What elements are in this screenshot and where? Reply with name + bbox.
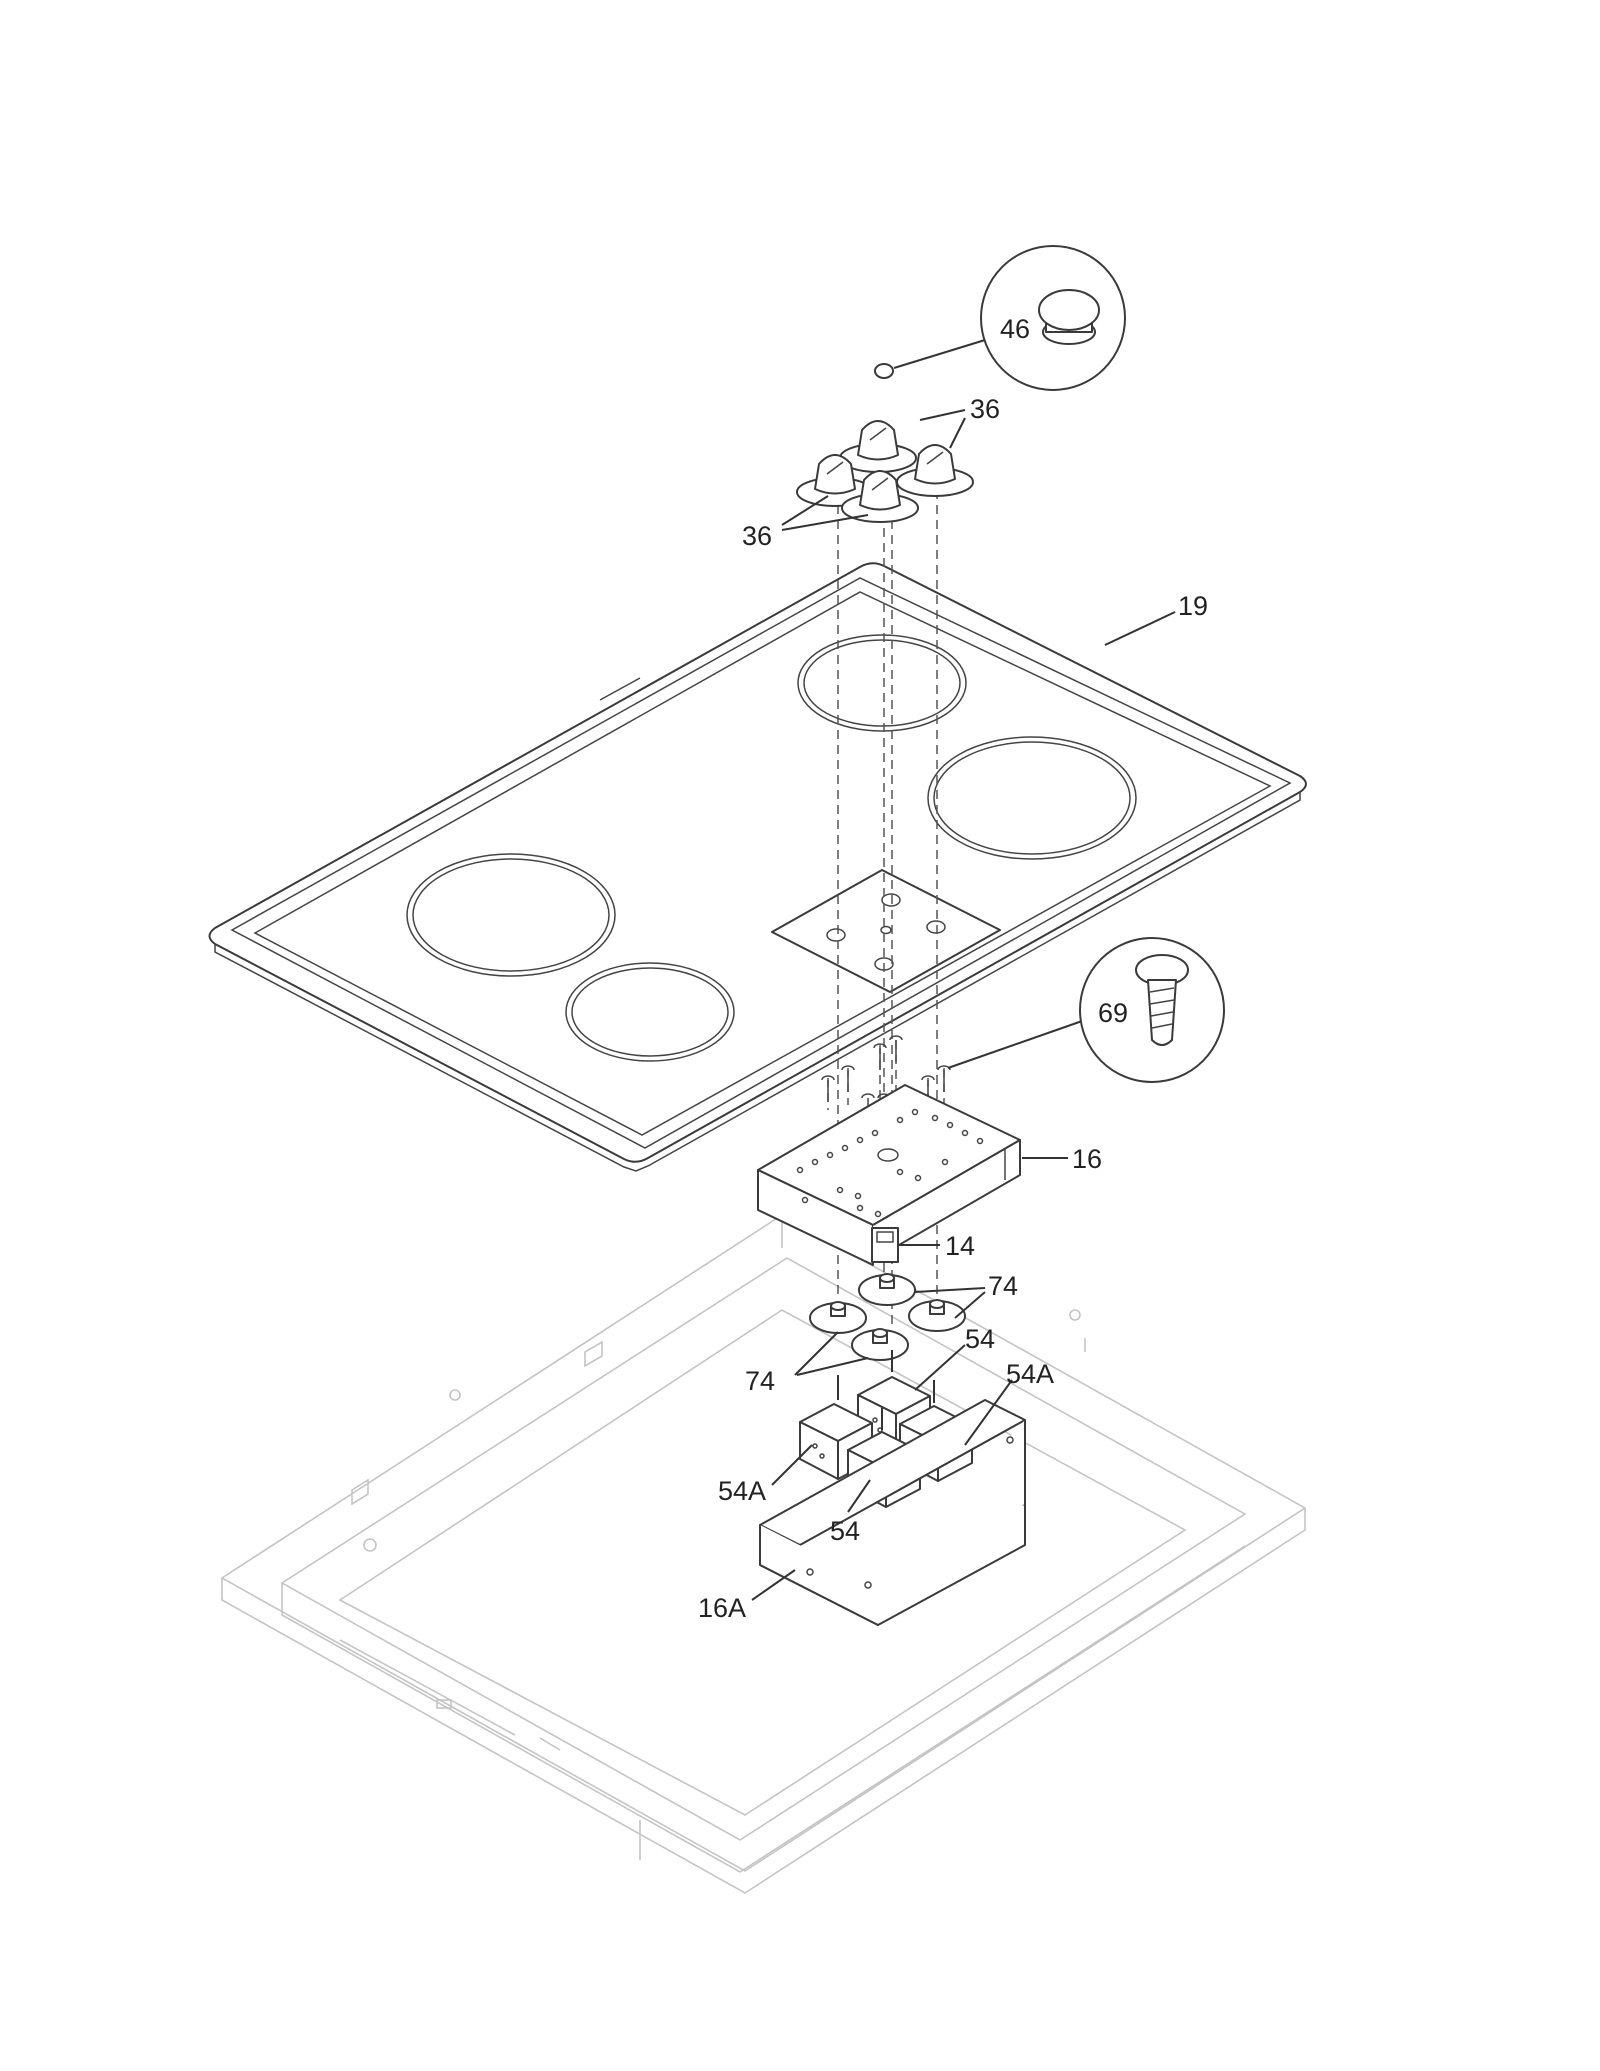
knob-rear [839, 420, 917, 473]
control-panel-plate [771, 869, 1001, 993]
callout-16A: 16A [698, 1593, 746, 1623]
callout-54A-left: 54A [718, 1476, 766, 1506]
callout-46: 46 [1000, 314, 1030, 344]
knob-left [796, 454, 874, 507]
burner-left-small [565, 962, 735, 1062]
callout-74-right: 74 [988, 1271, 1018, 1301]
callout-36-lower: 36 [742, 521, 772, 551]
callout-36-upper: 36 [970, 394, 1000, 424]
burner-right [927, 736, 1137, 860]
callout-labels: 46 36 36 19 69 16 14 74 74 54 54A 54A 54… [698, 314, 1208, 1623]
callout-54-upper: 54 [965, 1324, 995, 1354]
knob-front [841, 470, 919, 523]
callout-74-left: 74 [745, 1366, 775, 1396]
control-bracket [757, 1084, 1021, 1266]
cooktop-glass [208, 562, 1307, 1172]
burner-rear [797, 634, 967, 732]
callout-19: 19 [1178, 591, 1208, 621]
callout-14: 14 [945, 1231, 975, 1261]
burner-left-large [406, 853, 616, 977]
callout-16: 16 [1072, 1144, 1102, 1174]
control-knobs [796, 420, 974, 523]
callout-54A-right: 54A [1006, 1359, 1054, 1389]
indicator-switch [871, 1227, 940, 1263]
knob-rings [809, 1273, 966, 1361]
callout-69: 69 [1098, 998, 1128, 1028]
indicator-cap [874, 245, 1126, 391]
leader-lines [751, 409, 1176, 1601]
callout-54-lower: 54 [830, 1516, 860, 1546]
switch-bracket [759, 1399, 1026, 1626]
mounting-screws [821, 937, 1225, 1118]
cooktop-chassis [220, 1214, 1307, 1894]
